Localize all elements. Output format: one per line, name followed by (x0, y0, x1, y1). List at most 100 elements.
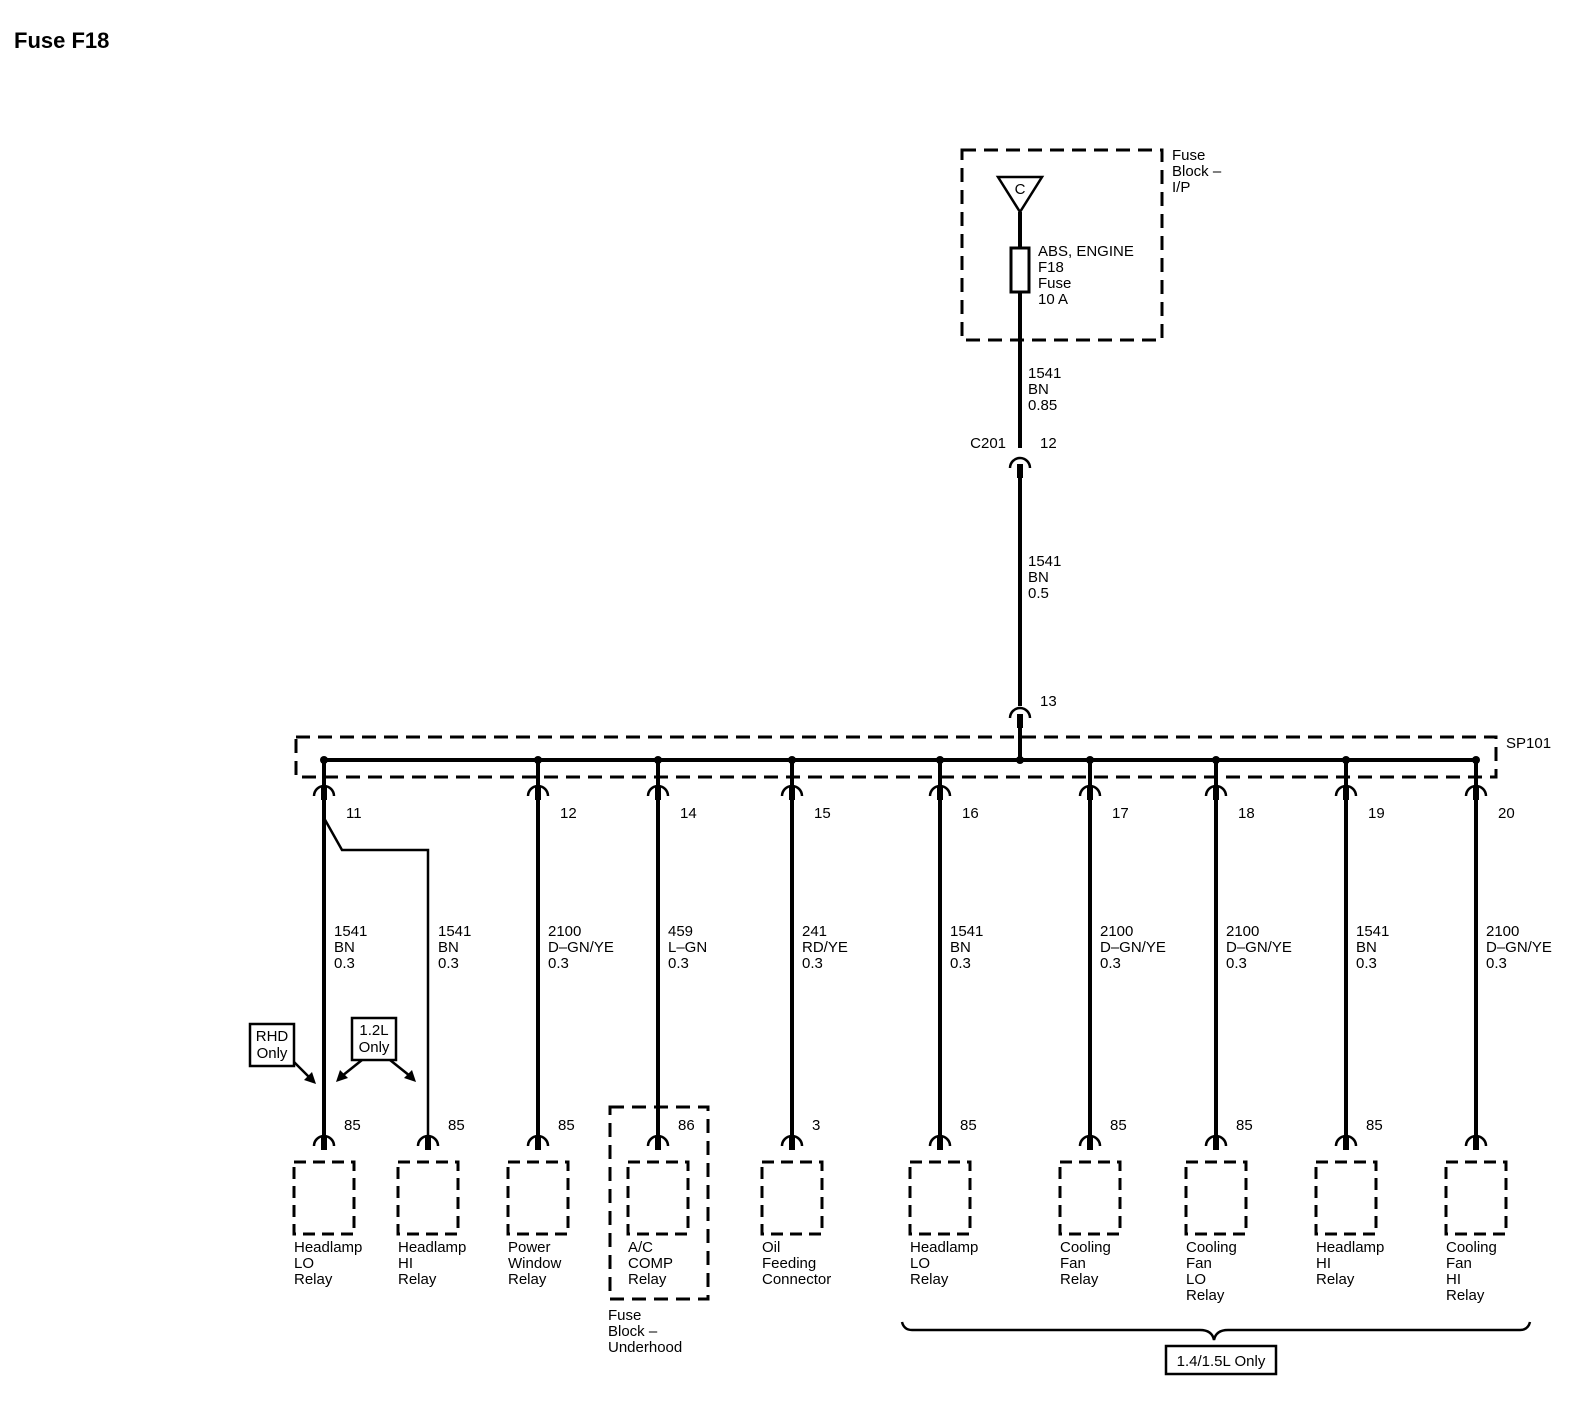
component-name-label: HI (398, 1255, 413, 1272)
component-name-label: Fan (1446, 1255, 1472, 1272)
engine-range-brace (900, 1321, 1532, 1341)
component-pin-icon (535, 1136, 541, 1150)
fuse-block-ip-label-3: I/P (1172, 179, 1190, 196)
wire-top-label-1: 1541 (1028, 365, 1061, 382)
component-name-label: Connector (762, 1271, 831, 1288)
component-name-label: Relay (508, 1271, 547, 1288)
sp101-label: SP101 (1506, 735, 1551, 752)
component-pin-icon (1087, 1136, 1093, 1150)
branch-wire-label: D–GN/YE (1226, 939, 1292, 956)
component-terminal-label: 85 (1236, 1117, 1253, 1134)
component-body (1184, 1160, 1248, 1236)
power-source-label: C (1015, 181, 1026, 198)
branch-wire-label: 1541 (1356, 923, 1389, 940)
l12-only-label-2: Only (359, 1039, 390, 1056)
branch-wire-label: 241 (802, 923, 827, 940)
component-name-label: Headlamp (910, 1239, 978, 1256)
fuse-label-1: ABS, ENGINE (1038, 243, 1134, 260)
branch-pin-label: 15 (814, 805, 831, 822)
component-pin-icon (655, 1136, 661, 1150)
fuse-block-ip-label-2: Block – (1172, 163, 1222, 180)
branch-wire-label: D–GN/YE (548, 939, 614, 956)
splice-input-connector-icon (1008, 706, 1032, 719)
branch-pin-label: 19 (1368, 805, 1385, 822)
rhd-arrow-icon (304, 1072, 316, 1084)
component-pin-icon (937, 1136, 943, 1150)
branch-wire-label: BN (334, 939, 355, 956)
branch-wire-label: BN (950, 939, 971, 956)
branch-wire-label: 1541 (438, 923, 471, 940)
branch-wire-label: L–GN (668, 939, 707, 956)
branch-pin-label: 18 (1238, 805, 1255, 822)
component-body (1314, 1160, 1378, 1236)
branch-pin-label: 16 (962, 805, 979, 822)
component-pin-icon (1473, 1136, 1479, 1150)
l12-only-box (350, 1016, 398, 1062)
component-name-label: Relay (1316, 1271, 1355, 1288)
branch-pin-icon (1213, 786, 1219, 800)
fuse-block-ip-label-1: Fuse (1172, 147, 1205, 164)
component-body (908, 1160, 972, 1236)
component-name-label: A/C (628, 1239, 653, 1256)
branch-pin-icon (655, 786, 661, 800)
branch-pin-label: 11 (346, 805, 362, 822)
branch-wire-label: 0.3 (668, 955, 689, 972)
fuse-label-3: Fuse (1038, 275, 1071, 292)
branch-wire-label: 2100 (1486, 923, 1519, 940)
branch-pin-icon (789, 786, 795, 800)
component-terminal-label: 85 (448, 1117, 465, 1134)
branch-wire-label: 0.3 (802, 955, 823, 972)
component-name-label: Oil (762, 1239, 780, 1256)
component-pin-icon (1343, 1136, 1349, 1150)
branch-wire-label: 2100 (548, 923, 581, 940)
component-body (760, 1160, 824, 1236)
component-name-label: COMP (628, 1255, 673, 1272)
component-pin-icon (321, 1136, 327, 1150)
branch-pin-icon (535, 786, 541, 800)
component-body (292, 1160, 356, 1236)
branch-wire-label: 459 (668, 923, 693, 940)
wire-mid-label-2: BN (1028, 569, 1049, 586)
component-name-label: Headlamp (398, 1239, 466, 1256)
branch-wire-label: 0.3 (548, 955, 569, 972)
component-body (506, 1160, 570, 1236)
component-name-label: Relay (1060, 1271, 1099, 1288)
branch-pin-icon (1087, 786, 1093, 800)
component-terminal-label: 3 (812, 1117, 820, 1134)
component-terminal-label: 85 (1366, 1117, 1383, 1134)
branch-group: 111541BN0.385HeadlampLORelay1541BN0.385H… (292, 756, 1552, 1304)
l12-arrow-right-icon (404, 1070, 416, 1082)
rhd-only-label-2: Only (257, 1045, 288, 1062)
wire-top-label-3: 0.85 (1028, 397, 1057, 414)
component-name-label: HI (1316, 1255, 1331, 1272)
branch-wire-label: D–GN/YE (1486, 939, 1552, 956)
fuse-block-ip-outline (960, 148, 1164, 342)
component-name-label: Relay (1446, 1287, 1485, 1304)
fuse-label-4: 10 A (1038, 291, 1068, 308)
component-pin-icon (425, 1136, 431, 1150)
component-name-label: LO (1186, 1271, 1206, 1288)
component-name-label: Relay (294, 1271, 333, 1288)
component-body (626, 1160, 690, 1236)
branch-pin-icon (1343, 786, 1349, 800)
branch-pin-icon (1473, 786, 1479, 800)
engine-range-label: 1.4/1.5L Only (1177, 1353, 1266, 1370)
branch-wire-label: 1541 (950, 923, 983, 940)
branch-wire-label: 0.3 (1100, 955, 1121, 972)
component-name-label: Window (508, 1255, 562, 1272)
component-name-label: Relay (398, 1271, 437, 1288)
branch-wire-label: 2100 (1226, 923, 1259, 940)
branch-wire-label: BN (438, 939, 459, 956)
l12-arrow-right-line (389, 1059, 411, 1077)
component-name-label: Relay (910, 1271, 949, 1288)
branch-wire-label: 0.3 (438, 955, 459, 972)
fuse-block-underhood-outline (608, 1105, 710, 1301)
rhd-only-box (248, 1022, 296, 1068)
l12-arrow-left-line (341, 1059, 363, 1077)
component-pin-icon (1213, 1136, 1219, 1150)
branch-wire-label: 2100 (1100, 923, 1133, 940)
component-body (396, 1160, 460, 1236)
component-name-label: LO (910, 1255, 930, 1272)
c201-pin-icon (1017, 464, 1023, 478)
component-terminal-label: 85 (344, 1117, 361, 1134)
